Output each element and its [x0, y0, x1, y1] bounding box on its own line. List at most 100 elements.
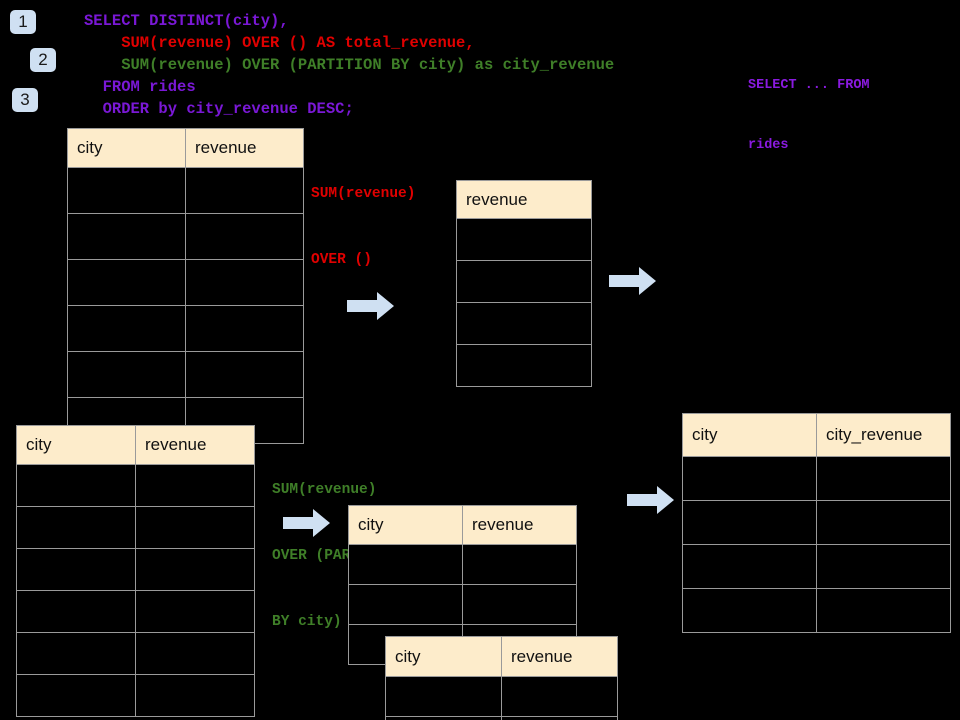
table-cell [135, 464, 255, 507]
sql-line-from-rides: FROM rides [84, 78, 196, 96]
annotation-sum-over-empty: SUM(revenue) OVER () [311, 139, 415, 315]
column-header-city-revenue: city_revenue [816, 413, 951, 457]
table-row [16, 464, 255, 507]
table-cell [135, 548, 255, 591]
table-row [67, 213, 304, 260]
arrow-right-icon [283, 509, 330, 537]
table-cell [501, 716, 618, 720]
table-row [385, 716, 618, 720]
table-cell [135, 506, 255, 549]
table-row [16, 590, 255, 633]
table-cell [135, 590, 255, 633]
column-header-city: city [682, 413, 817, 457]
table-header-row: city revenue [348, 505, 577, 545]
table-cell [682, 456, 817, 501]
sql-line-sum-over-empty: SUM(revenue) OVER () AS total_revenue, [84, 34, 475, 52]
table-cell [816, 500, 951, 545]
column-header-city: city [348, 505, 463, 545]
table-header-row: city city_revenue [682, 413, 951, 457]
column-header-revenue: revenue [456, 180, 592, 219]
table-row [16, 506, 255, 549]
table-row [456, 218, 592, 261]
annotation-select-from-rides: SELECT ... FROM rides [748, 36, 870, 196]
column-header-revenue: revenue [501, 636, 618, 677]
annotation-select-from-rides-line1: SELECT ... FROM [748, 78, 870, 93]
table-cell [682, 500, 817, 545]
table-cell [348, 584, 463, 625]
table-row [348, 584, 577, 625]
table-cell [816, 588, 951, 633]
column-header-revenue: revenue [135, 425, 255, 465]
arrow-to-partition [283, 508, 331, 543]
table-cell [16, 506, 136, 549]
table-cell [185, 351, 304, 398]
table-row [456, 344, 592, 387]
table-cell [385, 716, 502, 720]
table-cell [67, 213, 186, 260]
column-header-city: city [385, 636, 502, 677]
step-badge-2: 2 [30, 48, 56, 72]
table-cell [462, 544, 577, 585]
table-row [348, 544, 577, 585]
arrow-right-icon [627, 486, 674, 514]
table-cell [16, 464, 136, 507]
table-cell [67, 351, 186, 398]
table-header-row: city revenue [67, 128, 304, 168]
column-header-city: city [16, 425, 136, 465]
table-cell [185, 213, 304, 260]
table-cell [16, 548, 136, 591]
annotation-select-from-rides-line2: rides [748, 138, 789, 153]
table-row [456, 302, 592, 345]
table-row [67, 351, 304, 398]
table-cell [67, 305, 186, 352]
arrow-total-revenue-out [609, 266, 657, 301]
city-revenue-result-table: city city_revenue [682, 413, 951, 633]
sql-line-select-distinct: SELECT DISTINCT(city), [84, 12, 289, 30]
table-cell [816, 456, 951, 501]
annotation-sum-over-empty-line2: OVER () [311, 252, 372, 268]
table-row [682, 456, 951, 501]
sql-line-sum-over-partition: SUM(revenue) OVER (PARTITION BY city) as… [84, 56, 615, 74]
rides-source-table-bottom: city revenue [16, 425, 255, 717]
table-row [16, 632, 255, 675]
column-header-revenue: revenue [462, 505, 577, 545]
arrow-to-total-revenue [347, 291, 395, 326]
table-header-row: revenue [456, 180, 592, 219]
table-cell [462, 584, 577, 625]
table-cell [185, 305, 304, 352]
step-badge-1: 1 [10, 10, 36, 34]
table-row [67, 259, 304, 306]
table-cell [348, 544, 463, 585]
annotation-sum-over-partition-line1: SUM(revenue) [272, 482, 377, 498]
table-cell [816, 544, 951, 589]
table-header-row: city revenue [385, 636, 618, 677]
table-cell [456, 260, 592, 303]
table-cell [456, 344, 592, 387]
table-row [16, 548, 255, 591]
table-cell [67, 259, 186, 306]
arrow-to-city-revenue [627, 485, 675, 520]
table-cell [67, 167, 186, 214]
table-row [682, 588, 951, 633]
table-row [67, 305, 304, 352]
annotation-sum-over-empty-line1: SUM(revenue) [311, 186, 416, 202]
arrow-right-icon [347, 292, 394, 320]
table-row [16, 674, 255, 717]
table-cell [456, 302, 592, 345]
table-row [682, 500, 951, 545]
table-row [67, 167, 304, 214]
column-header-city: city [67, 128, 186, 168]
table-header-row: city revenue [16, 425, 255, 465]
table-cell [501, 676, 618, 717]
sql-line-order-by: ORDER by city_revenue DESC; [84, 100, 354, 118]
table-cell [185, 167, 304, 214]
table-cell [456, 218, 592, 261]
table-cell [16, 632, 136, 675]
table-cell [16, 674, 136, 717]
table-row [456, 260, 592, 303]
table-cell [16, 590, 136, 633]
annotation-sum-over-partition-line3: BY city) [272, 614, 342, 630]
step-badge-3: 3 [12, 88, 38, 112]
rides-source-table-top: city revenue [67, 128, 304, 444]
